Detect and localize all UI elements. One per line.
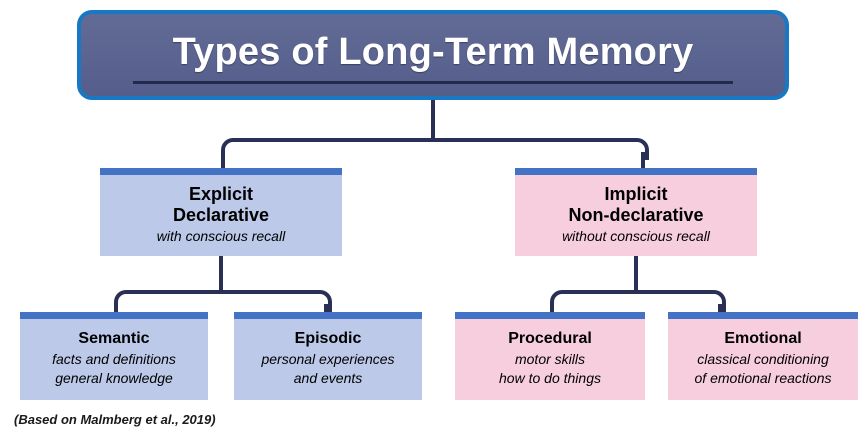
- node-procedural[interactable]: Procedural motor skills how to do things: [455, 312, 645, 400]
- connector-drop-semantic: [114, 304, 118, 314]
- title-inner: Types of Long-Term Memory: [132, 31, 733, 84]
- connector-explicit-stem: [219, 256, 223, 292]
- node-explicit-subtitle: with conscious recall: [156, 227, 286, 244]
- connector-title-stem: [431, 100, 435, 140]
- node-explicit[interactable]: Explicit Declarative with conscious reca…: [100, 168, 342, 256]
- node-emotional-sub-line2: of emotional reactions: [694, 369, 832, 386]
- connector-drop-explicit: [221, 152, 225, 170]
- node-episodic-title: Episodic: [294, 329, 362, 347]
- connector-drop-episodic: [324, 304, 328, 314]
- node-emotional[interactable]: Emotional classical conditioning of emot…: [668, 312, 858, 400]
- node-semantic-title: Semantic: [78, 329, 150, 347]
- connector-drop-implicit: [641, 152, 645, 170]
- node-emotional-title: Emotional: [724, 329, 802, 347]
- node-semantic-sub-line2: general knowledge: [55, 369, 173, 386]
- diagram-title-box: Types of Long-Term Memory: [77, 10, 789, 100]
- node-semantic[interactable]: Semantic facts and definitions general k…: [20, 312, 208, 400]
- source-citation: (Based on Malmberg et al., 2019): [14, 412, 216, 427]
- node-episodic-sub-line1: personal experiences: [261, 350, 395, 367]
- node-procedural-sub-line2: how to do things: [499, 369, 601, 386]
- connector-implicit-bar: [564, 290, 708, 294]
- node-implicit-subtitle: without conscious recall: [562, 227, 710, 244]
- node-semantic-sub-line1: facts and definitions: [52, 350, 176, 367]
- connector-elbow-procedural: [550, 290, 572, 312]
- connector-elbow-implicit: [627, 138, 649, 160]
- node-implicit-title-line1: Implicit: [604, 184, 668, 205]
- connector-implicit-stem: [634, 256, 638, 292]
- page-title: Types of Long-Term Memory: [172, 31, 694, 73]
- connector-elbow-emotional: [704, 290, 726, 312]
- node-emotional-sub-line1: classical conditioning: [697, 350, 829, 367]
- node-episodic-sub-line2: and events: [293, 369, 363, 386]
- connector-level2-bar: [235, 138, 631, 142]
- node-implicit-title-line2: Non-declarative: [568, 205, 704, 226]
- node-episodic[interactable]: Episodic personal experiences and events: [234, 312, 422, 400]
- node-implicit[interactable]: Implicit Non-declarative without conscio…: [515, 168, 757, 256]
- connector-explicit-bar: [128, 290, 314, 294]
- connector-drop-procedural: [550, 304, 554, 314]
- node-procedural-title: Procedural: [508, 329, 592, 347]
- connector-elbow-semantic: [114, 290, 136, 312]
- node-explicit-title-line2: Declarative: [172, 205, 270, 226]
- connector-elbow-explicit: [221, 138, 243, 160]
- node-procedural-sub-line1: motor skills: [514, 350, 585, 367]
- connector-elbow-episodic: [310, 290, 332, 312]
- node-explicit-title-line1: Explicit: [188, 184, 254, 205]
- title-underline-rule: [132, 81, 733, 84]
- connector-drop-emotional: [718, 304, 722, 314]
